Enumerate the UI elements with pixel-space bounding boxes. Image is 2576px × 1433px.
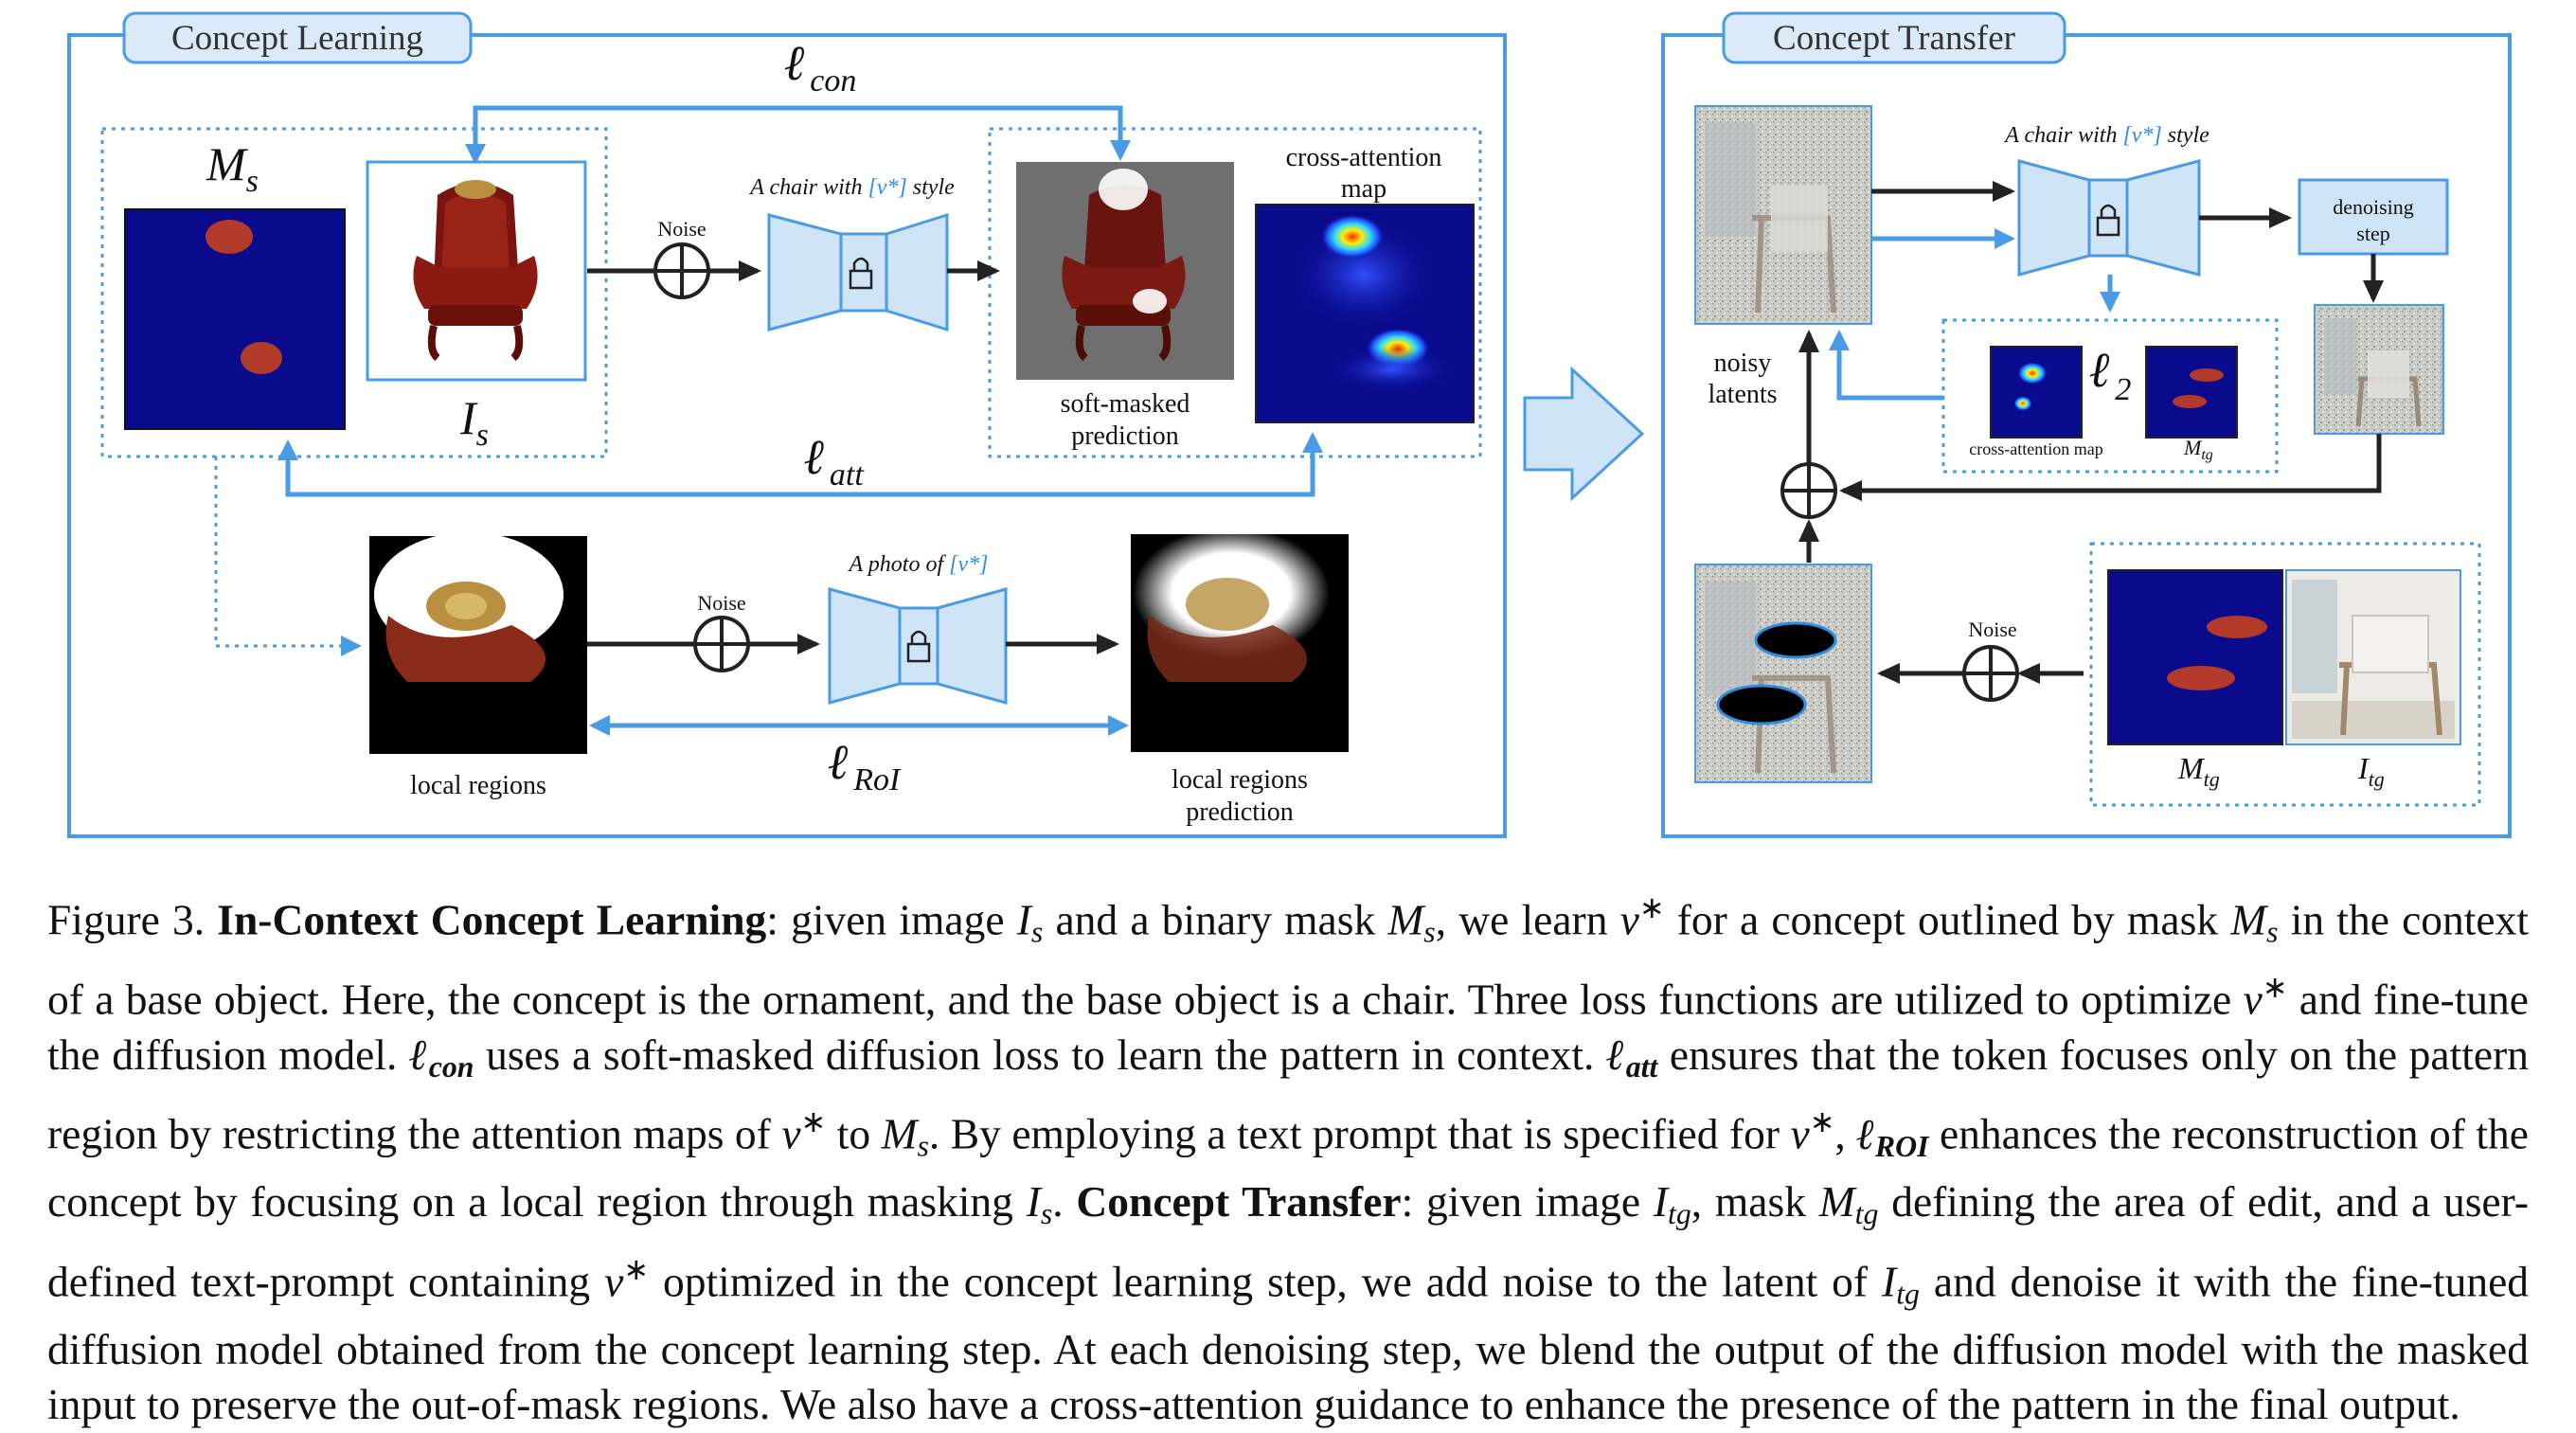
transfer-noise-add-icon [1962,645,2019,702]
concept-transfer-panel [1661,33,2512,838]
noisy-latents-label: noisy [1714,349,1772,378]
caption-title-2: Concept Transfer [1076,1177,1402,1227]
lock-icon-3 [2096,204,2120,237]
concept-learning-title-box [122,11,473,64]
cross-attention-map-label: cross-attention map [1969,439,2102,458]
caption-title-1: In-Context Concept Learning [217,895,767,944]
denoising-step-label: denoising [2333,195,2414,219]
loss-con-arrow [473,105,1131,167]
prompt-1: A chair with [v*] style [748,175,955,200]
concept-learning-title: Concept Learning [171,19,423,58]
local-regions-label: local regions [410,771,546,800]
noise-add-icon-2 [693,616,750,672]
itg-label: Itg [2357,751,2385,791]
local-pred-label-2: prediction [1186,797,1294,827]
ms-label: Ms [206,137,259,199]
noise-add-icon [653,242,710,299]
mask-to-local-link [214,457,362,656]
concept-transfer-title-box [1722,11,2066,64]
unet-frozen-2 [828,587,1008,705]
figure-caption: Figure 3. In-Context Concept Learning: g… [47,891,2530,1429]
target-dotted-box [2089,542,2481,807]
concept-transfer-title: Concept Transfer [1773,19,2015,58]
mask-blob [206,220,253,254]
local-pred-label: local regions [1172,765,1308,795]
soft-masked-label: soft-masked [1061,389,1190,419]
is-label: Is [459,391,489,453]
prompt-transfer: A chair with [v*] style [2003,123,2209,148]
noise-label-1: Noise [657,217,706,241]
transfer-arrow-icon [1523,366,1645,502]
soft-masked-label-2: prediction [1071,421,1179,451]
transfer-noise-label: Noise [1968,618,2016,641]
target-mask-mtg [2107,569,2283,745]
mtg-small-label: Mtg [2183,436,2213,463]
concept-learning-panel [67,33,1507,838]
denoising-step-box [2298,178,2449,256]
throne-chair-image [413,180,538,362]
noise-label-2: Noise [697,591,745,615]
source-dotted-box [100,127,608,458]
figure-number: Figure 3. [47,895,206,944]
blend-add-icon [1780,462,1837,519]
mtg-label: Mtg [2177,751,2220,791]
transfer-mask-small [2145,346,2238,439]
lock-icon-2 [906,630,931,663]
lock-icon [849,257,873,290]
mask-blob [241,342,282,374]
noisy-latents-label-2: latents [1708,380,1777,409]
denoising-step-label-2: step [2356,222,2389,245]
unet-frozen-transfer [2017,159,2201,277]
transfer-cross-attention-map [1990,346,2083,439]
cross-attention-label-2: map [1341,174,1386,204]
cross-attention-label: cross-attention [1286,143,1442,172]
unet-frozen-1 [767,212,949,332]
prompt-2: A photo of [v*] [848,552,989,577]
prediction-dotted-box [988,127,1482,458]
soft-masked-chair [1062,169,1186,362]
guidance-arrow [1829,330,1943,401]
